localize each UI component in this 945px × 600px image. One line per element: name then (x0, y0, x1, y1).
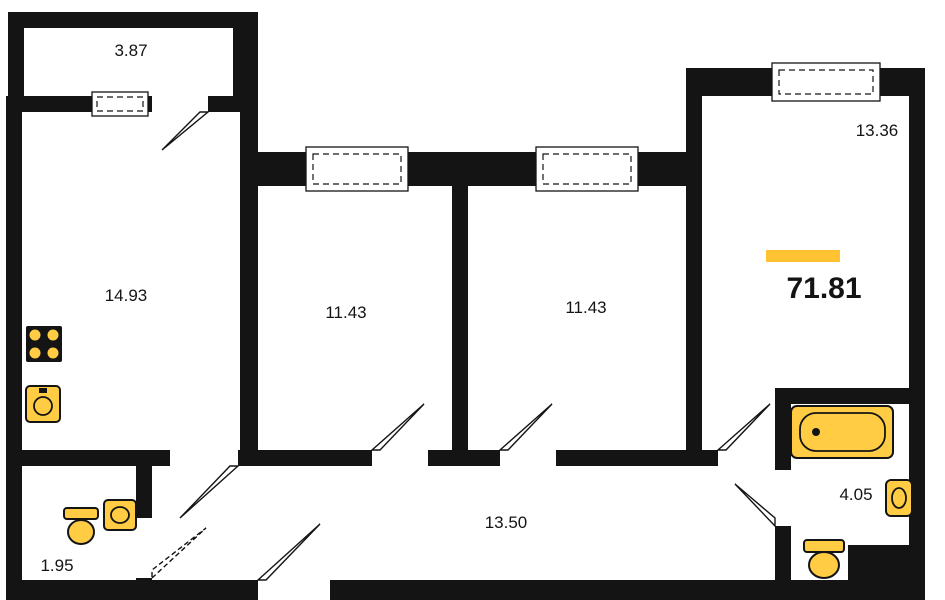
wall-segment (452, 186, 468, 465)
door-leaf-balcony (161, 111, 210, 151)
wall-segment (136, 450, 152, 518)
area-label-hallway: 13.50 (485, 513, 528, 532)
wall-segment (330, 580, 925, 600)
washbasin-icon (885, 479, 913, 517)
area-label-balcony: 3.87 (114, 41, 147, 60)
area-label-kitchen: 14.93 (105, 286, 148, 305)
wall-segment (148, 96, 152, 112)
wall-segment (686, 68, 702, 465)
walls (6, 12, 925, 600)
wall-segment (6, 96, 22, 600)
kitchen-sink-icon (25, 385, 61, 423)
ventilation-shaft (848, 545, 909, 600)
door-leaf-bedroom-1 (370, 403, 425, 451)
wall-segment (686, 68, 772, 96)
wall-segment (8, 12, 24, 96)
area-label-bedroom-2: 11.43 (565, 298, 606, 317)
wall-segment (233, 12, 258, 96)
wc-sink-icon (103, 499, 137, 531)
door-leaf-entrance (256, 523, 321, 581)
wall-segment (556, 450, 718, 466)
wall-segment (6, 580, 258, 600)
windows (91, 62, 881, 192)
wc-toilet-icon (63, 507, 99, 545)
window-bedroom-1 (305, 146, 409, 192)
window-bedroom-2 (535, 146, 639, 192)
wall-segment (6, 96, 92, 112)
door-leaf-kitchen (179, 465, 240, 519)
wall-segment (428, 450, 500, 466)
stove-icon (26, 326, 62, 362)
wall-segment (8, 12, 257, 28)
area-label-bedroom-1: 11.43 (325, 303, 366, 322)
wall-segment (240, 96, 258, 465)
bathtub-icon (790, 405, 894, 459)
window-living-room (771, 62, 881, 102)
area-label-wc: 1.95 (40, 556, 73, 575)
wall-segment (909, 68, 925, 600)
total-area-label: 71.81 (786, 272, 861, 305)
wall-segment (775, 388, 925, 404)
wall-segment (258, 152, 306, 186)
area-label-bathroom: 4.05 (839, 485, 872, 504)
door-leaf-bathroom (734, 483, 776, 528)
doors (151, 111, 776, 581)
toilet-icon (803, 539, 845, 579)
door-leaf-wc (151, 527, 207, 580)
wall-segment (6, 450, 170, 466)
area-label-living-room: 13.36 (856, 121, 899, 140)
total-area-accent-bar (766, 250, 840, 262)
wall-segment (238, 450, 372, 466)
window-balcony (91, 91, 149, 117)
wall-segment (775, 388, 791, 470)
door-leaf-bedroom-2 (498, 403, 553, 451)
fixtures (25, 326, 913, 579)
door-leaf-living-room (716, 403, 771, 451)
wall-segment (408, 152, 536, 186)
